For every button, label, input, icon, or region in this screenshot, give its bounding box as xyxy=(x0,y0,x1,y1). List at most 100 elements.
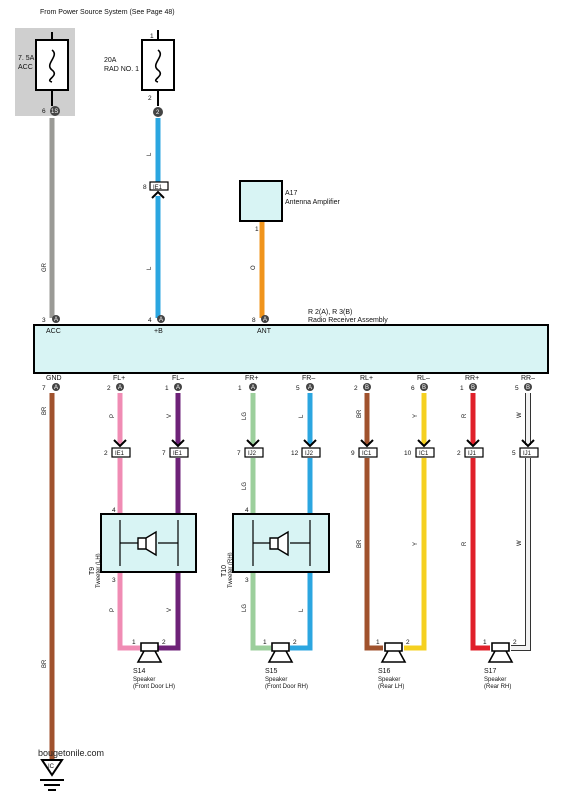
wire-fl-minus-code-2: V xyxy=(167,608,173,612)
connector-badge xyxy=(420,383,428,391)
junction-box xyxy=(519,447,539,458)
junction-ie1-top-pin: 8 xyxy=(143,184,147,191)
speaker-s15: 1 2 S15 Speaker (Front Door RH) xyxy=(263,639,308,690)
connector-letter: A xyxy=(54,385,58,391)
receiver-bottom-pin-fl-minus: FL– 1 A xyxy=(165,375,184,392)
amplifier-pin: 1 xyxy=(255,226,259,233)
junction-pin: 7 xyxy=(162,450,166,457)
speaker-code: S16 xyxy=(378,668,391,675)
speaker-code: S15 xyxy=(265,668,278,675)
junction-box xyxy=(301,447,321,458)
connector-badge xyxy=(52,383,60,391)
wire-rl-minus-b xyxy=(404,458,427,651)
junction-box xyxy=(111,447,131,458)
tweeter-rh: 4 3 T10 Tweeter (RH) xyxy=(221,507,330,588)
speaker-pin-1: 1 xyxy=(263,639,267,646)
wire-rr-minus-code-2: W xyxy=(517,540,523,546)
pin-label: FL– xyxy=(172,375,184,382)
tweeter-pin-top: 4 xyxy=(245,507,249,514)
pin-number: 6 xyxy=(411,385,415,392)
amplifier-box xyxy=(239,180,283,222)
speaker-icon xyxy=(487,642,514,663)
speaker-icon xyxy=(137,530,157,557)
pin-label: FL+ xyxy=(113,375,125,382)
speaker-pin-2: 2 xyxy=(293,639,297,646)
pin-number: 2 xyxy=(107,385,111,392)
pin-label: GND xyxy=(46,375,62,382)
connector-letter: B xyxy=(422,385,426,391)
connector-letter: A xyxy=(251,385,255,391)
wire-fl-plus-code-2: P xyxy=(110,608,116,612)
wire-fr-plus-code-3: LG xyxy=(242,482,248,490)
fuse-acc-rating: 7. 5A xyxy=(18,55,35,62)
speaker-name: Speaker xyxy=(484,677,506,683)
speaker-icon xyxy=(380,642,407,663)
connector-badge xyxy=(116,383,124,391)
receiver-bottom-pin-rl-minus: RL– 6 B xyxy=(411,375,430,392)
speaker-name: Speaker xyxy=(378,677,400,683)
receiver-bottom-pin-rl-plus: RL+ 2 B xyxy=(354,375,373,392)
tweeter-pin-top: 4 xyxy=(112,507,116,514)
receiver-top-pin-b: 4 A +B xyxy=(148,315,165,335)
connector-letter: A xyxy=(176,385,180,391)
junction-box xyxy=(415,447,435,458)
junction-pin: 7 xyxy=(237,450,241,457)
wire-acc-code: GR xyxy=(42,262,48,272)
tweeter-code: T10 xyxy=(221,565,228,577)
junction-pin: 10 xyxy=(404,450,412,457)
wire-rl-plus-b xyxy=(364,458,383,651)
junction-ie1-top-conn: IE1 xyxy=(153,185,163,191)
speaker-name: Speaker xyxy=(265,677,287,683)
junction-arrow xyxy=(113,439,127,448)
wire-rr-plus-code-2: R xyxy=(462,541,468,546)
ground-triangle-icon xyxy=(40,759,64,777)
junction-rl-minus: IC1 10 xyxy=(404,439,435,458)
speaker-s14: 1 2 S14 Speaker (Front Door LH) xyxy=(132,639,175,690)
speaker-code: S14 xyxy=(133,668,146,675)
junction-conn: IJ1 xyxy=(523,451,532,457)
connector-letter: B xyxy=(526,385,530,391)
wire-rad-code-lower: L xyxy=(147,266,153,270)
fuse-rad-element xyxy=(154,49,162,83)
speaker-pin-1: 1 xyxy=(376,639,380,646)
wire-ant-code: O xyxy=(251,265,257,270)
connector-badge xyxy=(249,383,257,391)
fuse-acc-pin: 6 xyxy=(42,108,46,115)
junction-box xyxy=(464,447,484,458)
junction-ie1-top-arrow xyxy=(151,190,165,199)
tweeter-name: Tweeter (RH) xyxy=(228,552,234,588)
fuse-rad-connector: 2 xyxy=(156,110,160,116)
junction-conn: IJ2 xyxy=(248,451,257,457)
connector-letter: A xyxy=(263,317,267,323)
wire-rr-minus-code: W xyxy=(517,412,523,418)
watermark: bougetonile.com xyxy=(38,748,105,758)
tweeter-pin-bottom: 3 xyxy=(245,577,249,584)
connector-letter: A xyxy=(54,317,58,323)
wire-fl-minus-code: V xyxy=(167,414,173,418)
ground-code: IC xyxy=(48,764,55,770)
junction-arrow xyxy=(417,439,431,448)
fuse-rad-rating: 20A xyxy=(104,57,117,64)
connector-badge xyxy=(363,383,371,391)
connector-badge xyxy=(52,315,60,323)
junction-arrow xyxy=(303,439,317,448)
pin-number: 3 xyxy=(42,317,46,324)
tweeter-lh: 4 3 T9 Tweeter (LH) xyxy=(89,507,197,588)
wire-rl-plus-code: BR xyxy=(357,409,363,418)
receiver-name: Radio Receiver Assembly xyxy=(308,317,388,324)
speaker-pin-2: 2 xyxy=(406,639,410,646)
receiver-top-pin-acc: 3 A ACC xyxy=(42,315,61,335)
junction-conn: IC1 xyxy=(419,451,429,457)
junction-arrow xyxy=(246,439,260,448)
wire-rr-plus-code: R xyxy=(462,413,468,418)
pin-label: ANT xyxy=(257,328,272,335)
junction-pin: 12 xyxy=(291,450,299,457)
speaker-s17: 1 2 S17 Speaker (Rear RH) xyxy=(483,639,517,690)
pin-number: 8 xyxy=(252,317,256,324)
pin-number: 5 xyxy=(296,385,300,392)
wire-rl-minus-code: Y xyxy=(413,414,419,418)
pin-label: +B xyxy=(154,328,163,335)
junction-ie1-top xyxy=(149,181,169,191)
speaker-icon xyxy=(269,530,289,557)
